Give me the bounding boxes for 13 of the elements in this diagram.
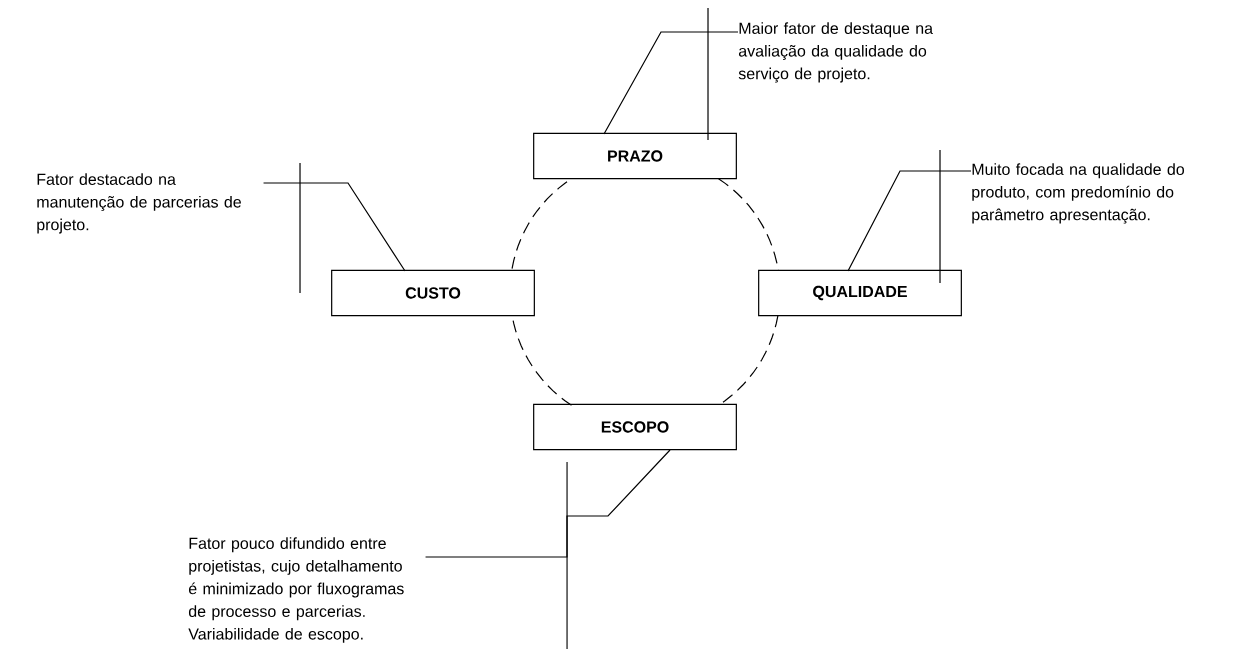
- label-box: ESCOPO: [533, 403, 737, 451]
- leader-line: [424, 449, 671, 558]
- annotation-text: Maior fator de destaque na avaliação da qualidade do serviço de projeto.: [738, 22, 933, 83]
- annotation-text: Fator pouco difundido entre projetistas, cujo detalhamento é minimizado por fluxogramas de processo e parcerias. Variabilidade de escopo.: [188, 537, 404, 643]
- label-box: QUALIDADE: [758, 269, 962, 317]
- annotation-text: Muito focada na qualidade do produto, com predomínio do parâmetro apresentação.: [972, 163, 1185, 224]
- annotation-text: Fator destacado na manutenção de parcerias de projeto.: [37, 173, 241, 234]
- leader-line: [847, 170, 972, 272]
- leader-line: [262, 182, 406, 272]
- label-box: PRAZO: [533, 132, 737, 180]
- dashed-arc: [717, 178, 779, 272]
- label-box: CUSTO: [331, 269, 535, 317]
- leader-line: [603, 31, 739, 135]
